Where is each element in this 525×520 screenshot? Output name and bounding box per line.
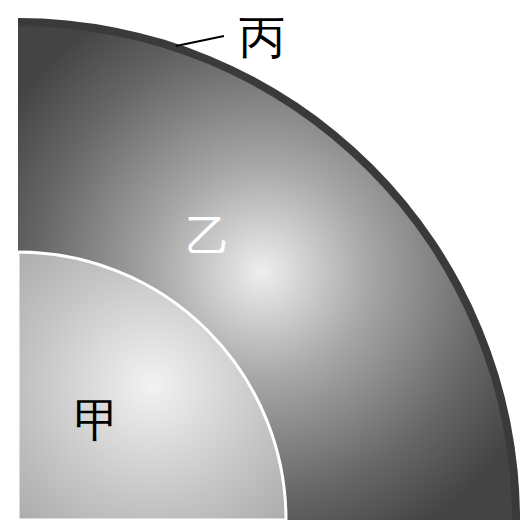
mantle-layer [18,26,512,520]
mantle-label: 乙 [186,214,230,258]
crust-label: 丙 [239,14,285,60]
core-layer [18,252,286,520]
leader-line [176,36,224,46]
core-label: 甲 [74,397,120,443]
crust-layer [18,18,520,520]
